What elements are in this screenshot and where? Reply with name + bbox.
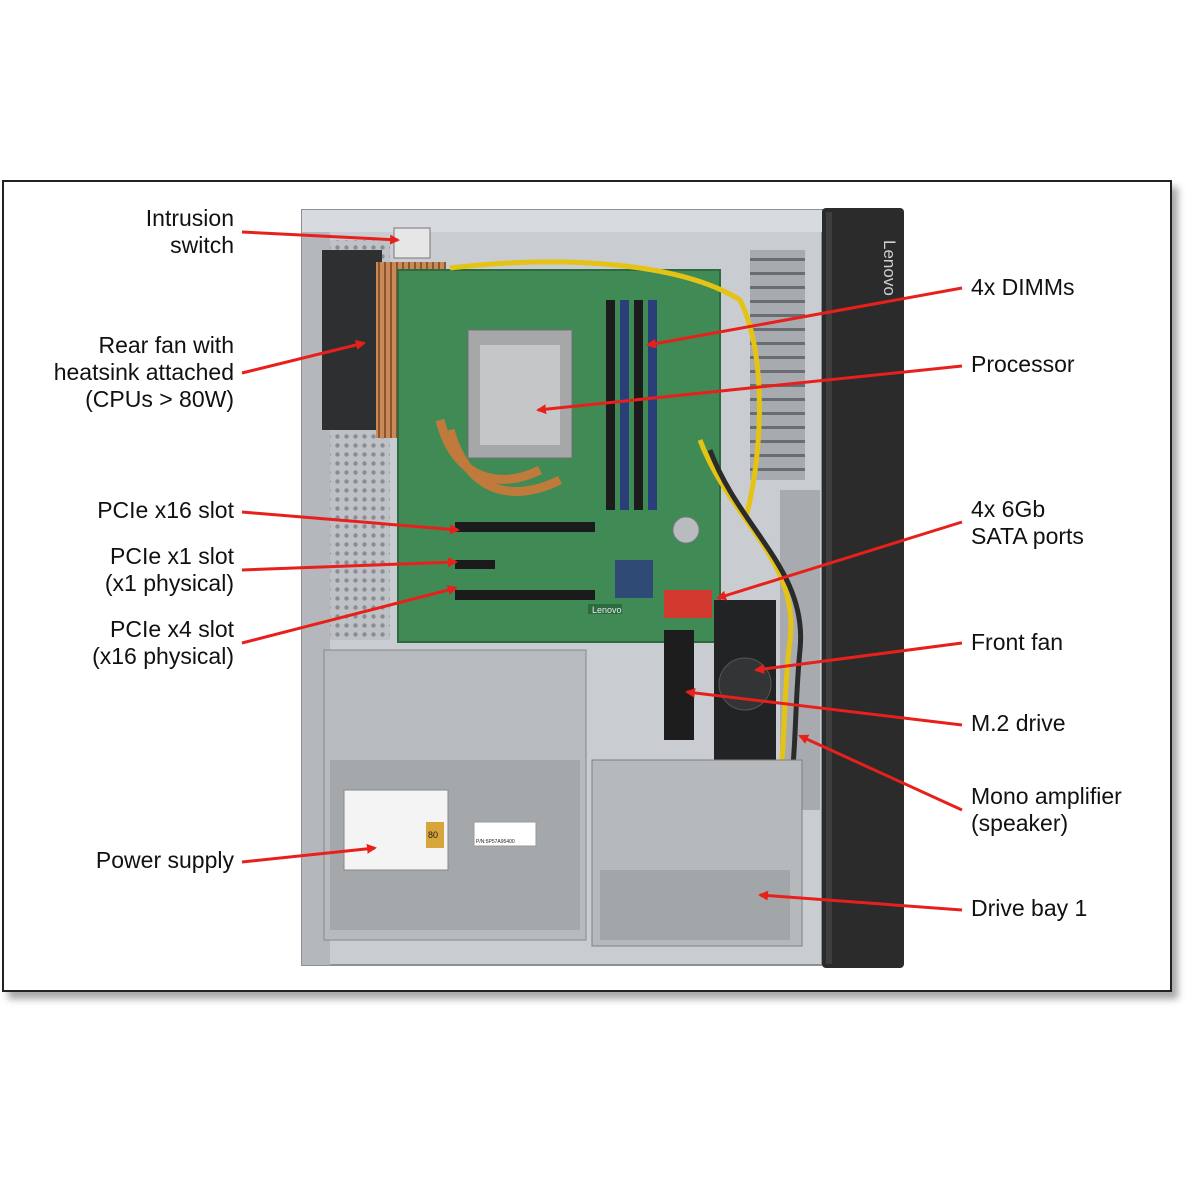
arrow-processor [536, 364, 963, 415]
arrow-front-fan [754, 641, 963, 674]
arrow-intrusion-switch [241, 230, 400, 245]
label-pcie-x16: PCIe x16 slot [97, 497, 234, 523]
m2-drive [664, 630, 694, 740]
drive-bay-1 [591, 759, 803, 947]
label-mono-amplifier: Mono amplifier (speaker) [971, 783, 1122, 836]
callout-arrows [241, 230, 963, 912]
board-lenovo-logo: Lenovo [592, 605, 622, 615]
label-pcie-x1: PCIe x1 slot (x1 physical) [104, 543, 234, 596]
psu-80plus-text: 80 [428, 830, 438, 840]
arrow-pcie-x16 [241, 510, 460, 535]
label-drive-bay: Drive bay 1 [971, 895, 1088, 921]
psu-80plus-badge [426, 822, 444, 848]
label-processor: Processor [971, 351, 1075, 377]
label-m2-drive: M.2 drive [971, 710, 1066, 736]
front-fan [714, 600, 776, 768]
arrow-rear-fan [241, 340, 366, 375]
arrow-drive-bay [758, 890, 963, 912]
arrow-m2 [685, 687, 963, 727]
bezel-lenovo-logo: Lenovo [880, 240, 899, 296]
label-rear-fan: Rear fan with heatsink attached (CPUs > … [53, 332, 234, 412]
label-sata-ports: 4x 6Gb SATA ports [971, 496, 1084, 549]
motherboard: Lenovo [397, 269, 721, 643]
label-power-supply: Power supply [95, 847, 234, 873]
label-pcie-x4: PCIe x4 slot (x16 physical) [92, 616, 234, 669]
arrow-power-supply [241, 843, 377, 864]
front-bezel: Lenovo [822, 208, 904, 968]
arrow-pcie-x1 [241, 557, 458, 572]
psu-part-number: P/N:5P57A95400 [476, 839, 515, 845]
arrow-sata [716, 520, 963, 601]
label-front-fan: Front fan [971, 629, 1064, 655]
arrow-dimms [646, 286, 963, 349]
label-intrusion-switch: Intrusion switch [145, 205, 234, 258]
arrow-pcie-x4 [241, 585, 458, 645]
intrusion-switch [393, 227, 431, 259]
power-supply: 80 P/N:5P57A95400 [323, 649, 587, 941]
label-dimms: 4x DIMMs [971, 274, 1075, 300]
arrow-amplifier [798, 734, 963, 812]
